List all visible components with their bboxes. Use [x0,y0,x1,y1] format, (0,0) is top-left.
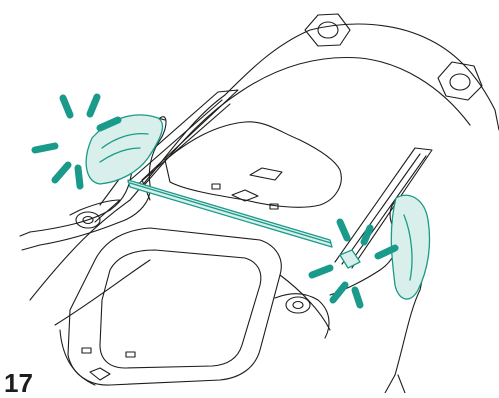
bottom-latch [90,368,110,380]
small-hole [126,352,135,357]
side-anchor-knob [438,62,482,100]
centre-platform [165,122,341,207]
centre-slot [232,190,258,201]
lower-frame-inner [100,250,261,368]
small-hole [212,184,220,189]
left-release-handle [86,115,162,184]
small-hole [82,348,91,353]
seat-shell-ridge [140,57,470,190]
cross-bar-highlight [130,183,331,243]
step-number: 17 [4,370,33,396]
centre-notch [250,168,282,180]
